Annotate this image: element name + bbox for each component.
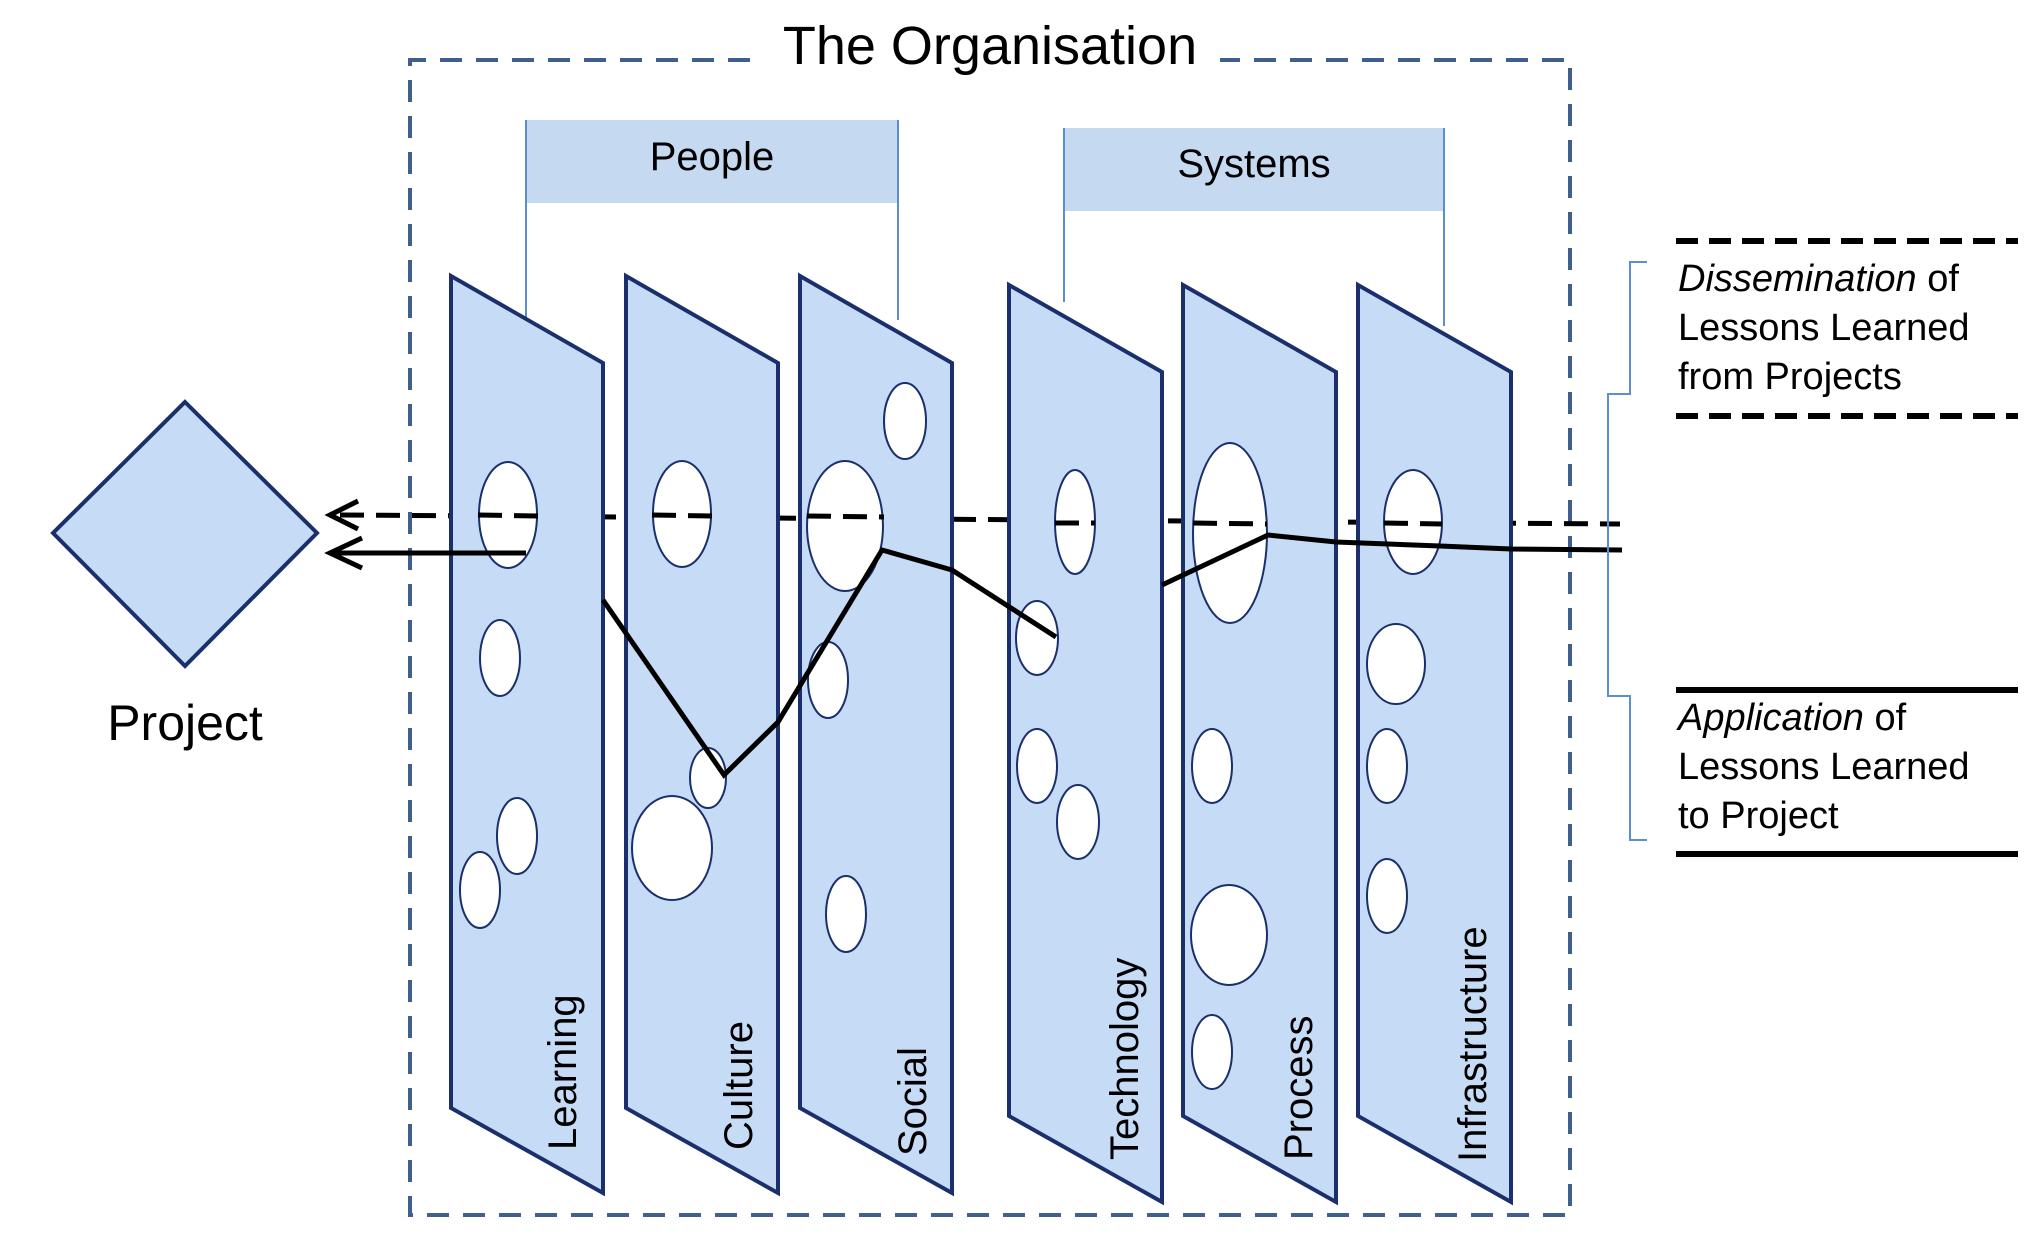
organisation-border: The Organisation [408,16,1572,1217]
hole [806,460,884,592]
plane-technology: Technology [1007,281,1164,1206]
plane-process-label: Process [1277,1016,1321,1161]
svg-text:Dissemination of: Dissemination of [1678,258,1959,300]
hole [1366,728,1408,804]
group-systems: Systems [1063,128,1445,326]
hole [1366,623,1426,705]
group-systems-header [1064,128,1444,211]
plane-technology-label: Technology [1103,958,1147,1160]
legend-application-of: of [1864,697,1907,739]
hole [459,851,501,929]
hole [479,619,521,697]
plane-culture: Culture [624,272,780,1197]
hole [883,382,927,460]
project-node: Project [50,399,320,751]
legend-dissemination-line3: from Projects [1678,356,1902,398]
hole [689,747,727,809]
hole [1015,600,1059,676]
hole [1016,728,1058,804]
hole [1190,884,1268,986]
application-flow-path [335,532,1623,779]
project-label: Project [107,695,263,751]
hole [1192,442,1268,624]
group-people-header [526,120,898,203]
legend-application-line3: to Project [1678,795,1839,837]
plane-social-label: Social [891,1047,935,1156]
legend-dissemination: Dissemination of Lessons Learned from Pr… [1676,238,2018,419]
group-systems-label: Systems [1177,142,1330,186]
plane-social: Social [798,272,954,1197]
legend-application-line2: Lessons Learned [1678,746,1970,788]
legend-dissemination-emphasis: Dissemination [1678,258,1917,300]
hole [807,641,849,719]
plane-learning-label: Learning [541,994,585,1150]
hole [631,795,713,901]
plane-learning: Learning [449,272,605,1197]
project-diamond [50,399,320,669]
organisation-title: The Organisation [783,16,1197,76]
legend-dissemination-of: of [1917,258,1960,300]
hole [1056,784,1100,860]
hole [1191,1014,1233,1090]
hole [825,875,867,953]
hole [1366,858,1408,934]
legend-application-emphasis: Application [1676,697,1864,739]
svg-text:Application of: Application of [1676,697,1907,739]
flow-arrowheads [324,498,364,571]
group-people: People [525,120,899,320]
group-people-label: People [650,135,775,179]
hole [496,797,538,875]
legend-application: Application of Lessons Learned to Projec… [1676,687,2018,857]
plane-infrastructure: Infrastructure [1356,281,1513,1206]
plane-infrastructure-label: Infrastructure [1451,926,1495,1162]
legend-dissemination-line2: Lessons Learned [1678,307,1970,349]
legend-bracket [1607,261,1647,841]
dissemination-flow-overlay [477,512,1443,527]
plane-process: Process [1181,281,1338,1206]
plane-culture-label: Culture [717,1021,761,1150]
hole [1191,728,1233,804]
